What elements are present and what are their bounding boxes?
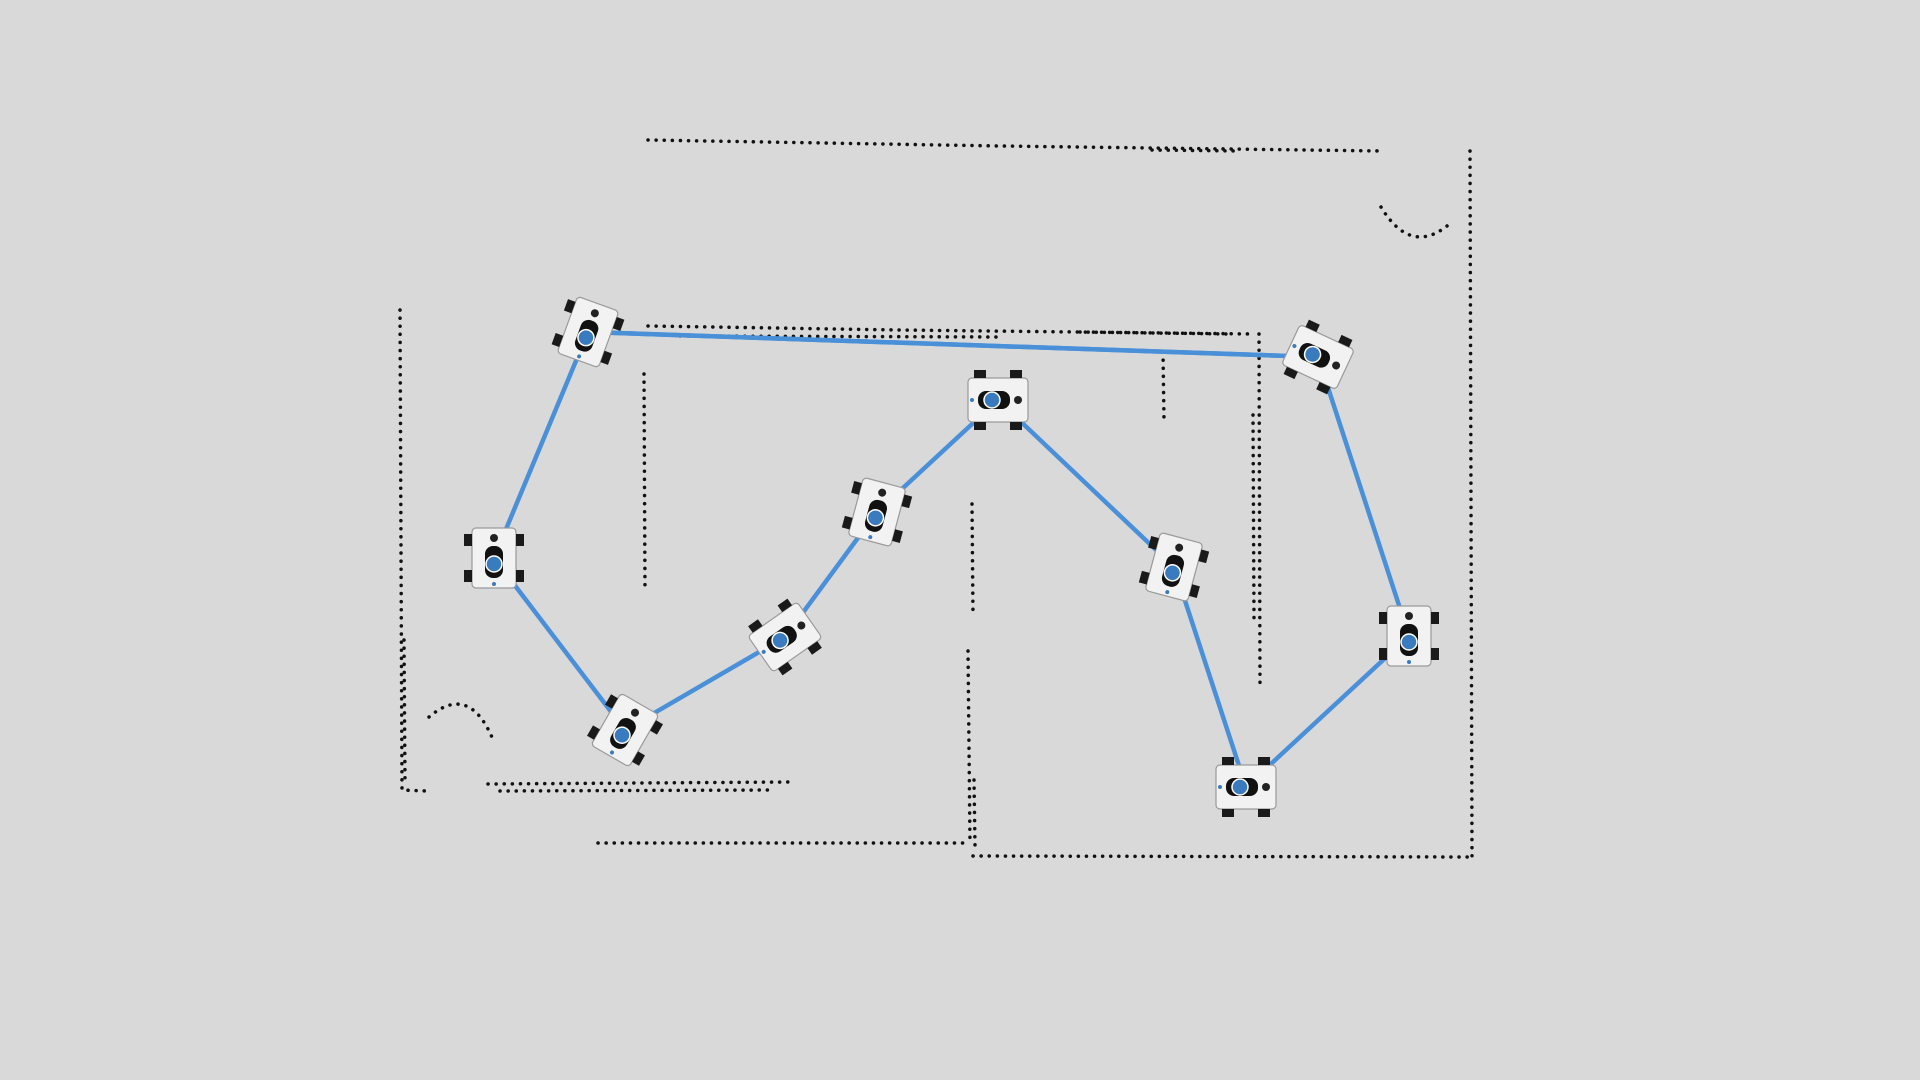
robot-r9 xyxy=(1378,605,1440,667)
obstacle-arc-bottom-left xyxy=(427,702,496,744)
obstacle-wall-left xyxy=(398,308,428,793)
path-segment-r6-r7 xyxy=(995,397,1177,570)
path-segment-r8-r9 xyxy=(1243,633,1412,790)
obstacle-wall-right xyxy=(1468,149,1474,858)
obstacle-wall-inner-right-2 xyxy=(1251,413,1256,622)
obstacle-wall-inner-top xyxy=(646,324,1256,336)
path-segment-r1-r2 xyxy=(491,329,591,561)
obstacle-wall-bottom-left xyxy=(486,780,792,786)
path-segment-r2-r3 xyxy=(491,555,628,733)
obstacle-arc-top-right xyxy=(1379,205,1449,239)
robot-r2 xyxy=(463,527,525,589)
robot-layer xyxy=(463,292,1440,818)
robot-icon xyxy=(583,688,667,772)
path-segment-r9-r10 xyxy=(1315,354,1412,639)
path-segment-r10-r1 xyxy=(585,329,1321,360)
robot-r8 xyxy=(1215,756,1277,818)
obstacle-wall-center-vertical-2 xyxy=(972,778,977,847)
obstacle-wall-left-2 xyxy=(402,638,407,782)
obstacle-wall-top xyxy=(646,138,1384,153)
robot-icon xyxy=(742,594,828,680)
robot-icon xyxy=(1277,316,1359,398)
obstacle-layer xyxy=(398,138,1474,859)
obstacle-wall-center-vertical xyxy=(966,649,972,847)
robot-r6 xyxy=(967,369,1029,431)
robot-icon xyxy=(1215,756,1277,818)
obstacle-wall-inner-top-2 xyxy=(678,334,1002,339)
obstacle-wall-inner-top-3 xyxy=(1078,330,1232,336)
obstacle-wall-top-2 xyxy=(1150,148,1242,153)
path-segment-r7-r8 xyxy=(1171,564,1249,790)
robot-icon xyxy=(1378,605,1440,667)
robot-r4 xyxy=(742,594,828,680)
obstacle-stub-top xyxy=(1161,350,1166,422)
robot-icon xyxy=(463,527,525,589)
robot-r10 xyxy=(1277,316,1359,398)
obstacle-wall-inner-right xyxy=(1257,332,1262,692)
robot-r3 xyxy=(583,688,667,772)
obstacle-divider-left xyxy=(642,372,647,594)
obstacle-wall-bottom-left-2 xyxy=(498,788,772,793)
robot-icon xyxy=(967,369,1029,431)
obstacle-wall-bottom-right xyxy=(971,854,1474,859)
obstacle-divider-mid xyxy=(970,502,975,618)
